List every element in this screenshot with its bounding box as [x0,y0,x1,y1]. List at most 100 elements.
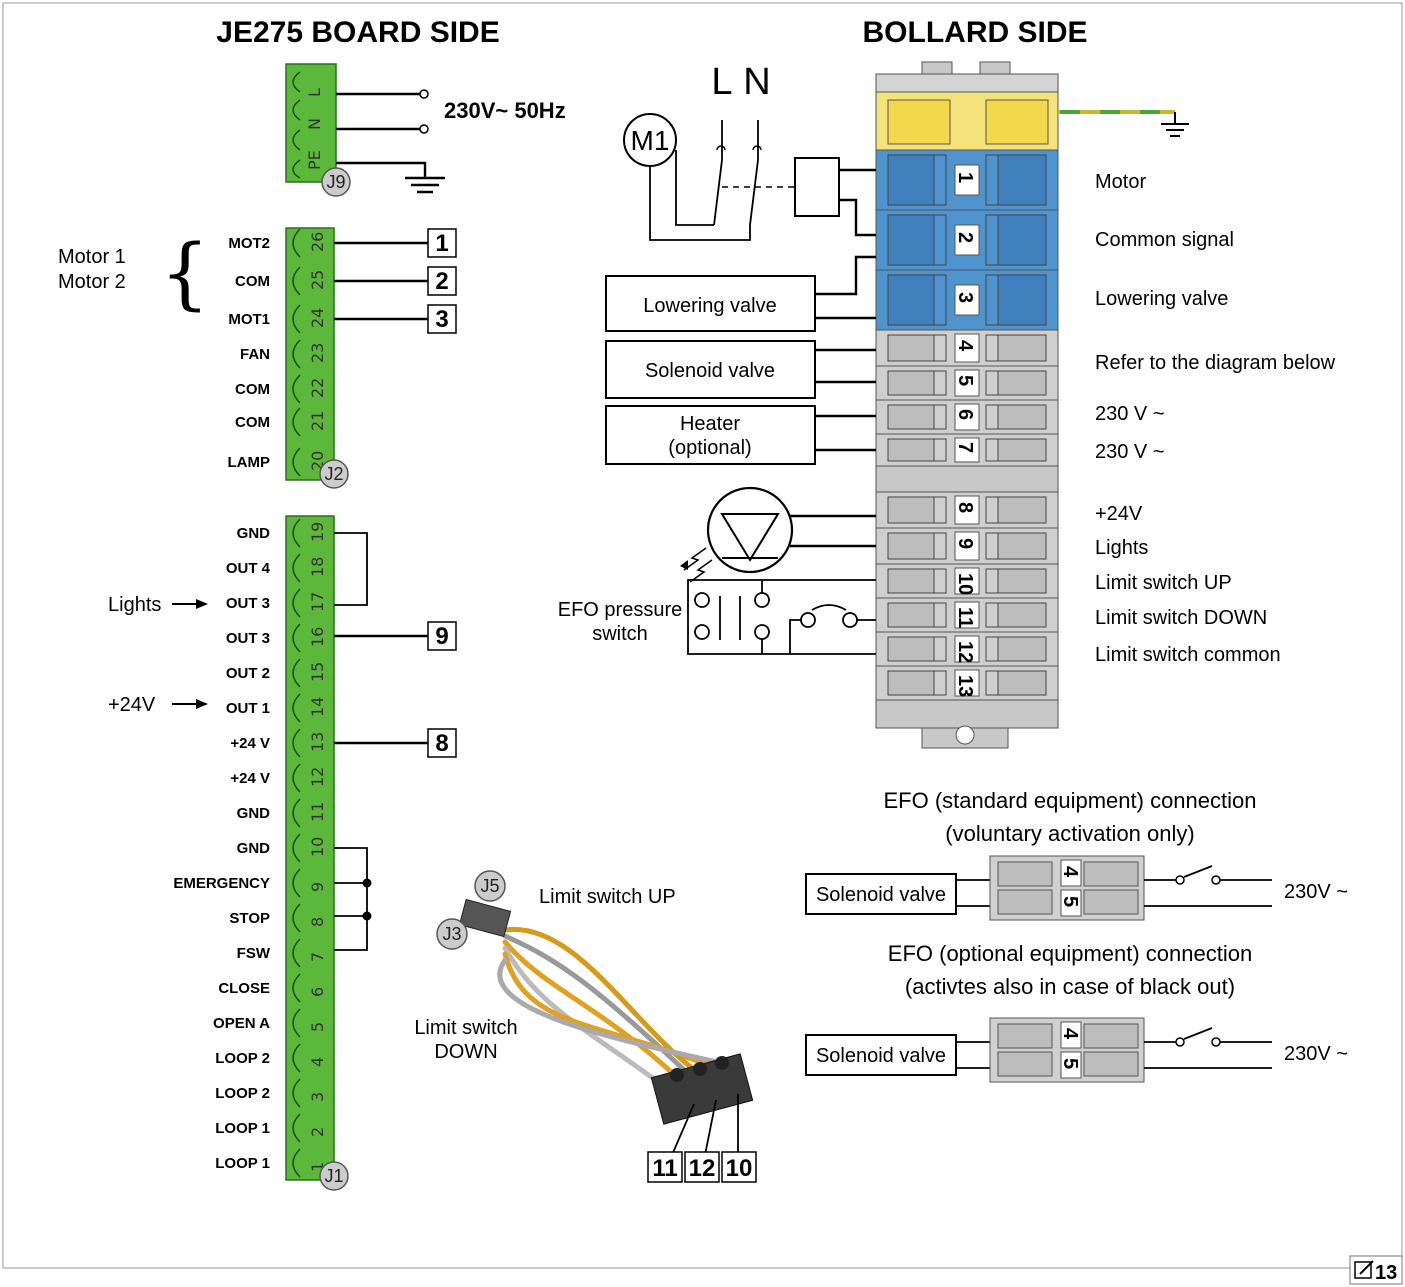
earth-icon [405,176,445,194]
j9-pin-pe: PE [305,150,324,170]
bollard-terminal-number: 3 [954,292,976,303]
limit-switch-up-label: Limit switch UP [539,886,676,908]
clamp-icon [292,693,301,723]
j1-pin-number: 3 [308,1092,327,1102]
clamp-icon [292,1008,301,1038]
lowering-valve-label: Lowering valve [643,295,776,317]
clamp-icon [292,973,301,1003]
earth-icon [1161,112,1189,137]
efo-optional-term-4: 4 [1059,1028,1081,1040]
terminal-description: 230 V ~ [1095,441,1165,463]
heater-box: Heater (optional) [605,405,816,465]
bollard-terminal-number: 1 [954,172,976,183]
clamp-icon [292,728,301,758]
j2-pin-number: 21 [308,411,327,431]
connector-j9: L N PE J9 [285,63,351,197]
motor-symbol: M1 [631,125,670,156]
clamp-icon [292,938,301,968]
terminal-description: Limit switch UP [1095,572,1232,594]
j1-pin-label: +24 V [230,735,270,752]
j1-pin-number: 13 [308,732,327,752]
j2-pin-label: COM [235,381,270,398]
clamp-icon [292,763,301,793]
brace-label-motor2: Motor 2 [58,271,126,293]
arrow-label-24v: +24V [108,694,156,716]
j1-pin-number: 19 [308,522,327,542]
bollard-terminal-number: 10 [954,573,976,595]
clamp-icon [292,658,301,688]
bollard-terminal-number: 8 [954,502,976,513]
terminal-description: Common signal [1095,229,1234,251]
efo-standard-subtitle: (voluntary activation only) [945,821,1194,846]
clamp-icon [292,266,301,296]
j1-pin-label: OUT 1 [226,700,270,717]
terminal-description: Lights [1095,537,1148,559]
efo-optional-device: Solenoid valve [816,1045,946,1067]
j1-pin-label: LOOP 1 [215,1120,270,1137]
efo-optional-term-5: 5 [1059,1058,1081,1069]
solenoid-valve-box: Solenoid valve [605,340,816,399]
j2-pin-number: 25 [308,270,327,290]
clamp-icon [292,304,301,334]
j1-pin-label: +24 V [230,770,270,787]
j1-pin-label: GND [237,805,271,822]
clamp-icon [292,588,301,618]
j1-pin-number: 2 [308,1127,327,1137]
j1-pin-label: STOP [229,910,270,927]
motor-circuit: M1 L N [623,61,876,241]
efo-optional-subtitle: (activtes also in case of black out) [905,974,1235,999]
terminal-description: Motor [1095,171,1146,193]
efo-standard-title: EFO (standard equipment) connection [884,788,1257,813]
bollard-terminal-number: 11 [954,607,976,628]
bollard-terminal-number: 9 [954,538,976,549]
clamp-icon [292,903,301,933]
bollard-terminal-number: 6 [954,409,976,420]
j2-pin-number: 22 [308,378,327,398]
j1-pin-label: LOOP 2 [215,1085,270,1102]
j1-pin-number: 8 [308,917,327,927]
terminal-description: +24V [1095,503,1143,525]
bollard-terminal-number: 12 [954,641,976,663]
bollard-terminal-number: 13 [954,675,976,697]
arrow-label-lights: Lights [108,594,161,616]
j1-pin-number: 10 [308,837,327,857]
j1-pin-label: FSW [237,945,271,962]
clamp-icon [292,1113,301,1143]
j1-pin-number: 15 [308,662,327,682]
j2-pin-label: MOT2 [228,235,270,252]
switch-label-l: L [711,61,732,103]
terminal-description: 230 V ~ [1095,403,1165,425]
j1-pin-number: 11 [308,802,327,822]
clamp-icon [292,1043,301,1073]
j1-pin-number: 14 [308,697,327,717]
j1-pin-number: 7 [308,952,327,962]
j1-pin-label: CLOSE [218,980,270,997]
terminal-box-9: 9 [435,623,448,650]
terminal-box-1: 1 [435,230,448,257]
clamp-icon [292,833,301,863]
j1-pin-number: 18 [308,557,327,577]
efo-optional-title: EFO (optional equipment) connection [888,941,1252,966]
j2-pin-number: 24 [308,308,327,328]
j9-pin-l: L [305,88,324,97]
clamp-icon [292,228,301,258]
terminal-description: Refer to the diagram below [1095,352,1336,374]
j2-pin-label: MOT1 [228,311,270,328]
efo-standard-circuit: Solenoid valve 4 5 [805,855,1272,921]
j2-pin-number: 23 [308,343,327,363]
j1-pin-label: OUT 2 [226,665,270,682]
efo-optional-circuit: Solenoid valve 4 5 [805,1017,1272,1083]
efo-pressure-label: EFO pressure [558,599,682,621]
brace-icon: { [160,229,210,319]
efo-standard-voltage: 230V ~ [1284,881,1348,903]
efo-standard-device: Solenoid valve [816,884,946,906]
j2-pin-label: LAMP [228,454,271,471]
j5-label: J5 [480,876,499,896]
limit-switch-harness: J5 J3 [436,870,754,1125]
figure-number-tag: 13 [1349,1255,1403,1285]
